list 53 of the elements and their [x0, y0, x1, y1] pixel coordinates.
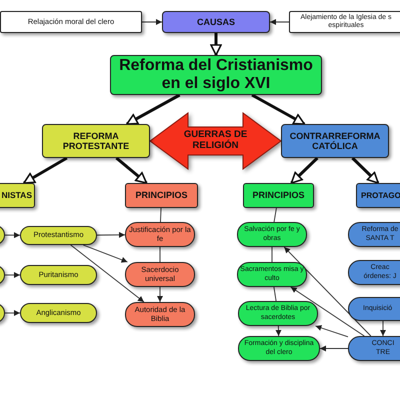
arrow	[4, 232, 20, 238]
arrow	[270, 19, 290, 25]
title-text: Reforma del Cristianismo en el siglo XVI	[118, 56, 314, 94]
process-box	[0, 11, 142, 33]
node-label: CAUSAS	[196, 16, 235, 28]
rounded-box	[238, 301, 318, 326]
node-label: PRINCIPIOS	[135, 190, 188, 201]
arrow	[290, 286, 365, 336]
arrow	[96, 232, 126, 238]
arrow	[4, 310, 20, 316]
rounded-box	[238, 336, 320, 361]
arrow	[275, 326, 282, 336]
process-box	[281, 124, 389, 158]
process-box	[125, 183, 198, 208]
rounded-box	[20, 226, 97, 245]
arrow	[380, 320, 386, 336]
thick-arrow	[115, 156, 148, 184]
connector-line	[273, 286, 277, 302]
thick-arrow	[210, 33, 222, 56]
rounded-box	[237, 222, 307, 247]
edge-label: GUERRAS DE RELIGIÓN	[182, 130, 248, 152]
arrow	[315, 325, 348, 338]
arrow	[70, 244, 144, 302]
connector-line	[160, 208, 162, 222]
arrow	[320, 346, 348, 352]
thick-arrow	[290, 156, 318, 184]
rounded-box	[125, 262, 195, 287]
node-label: NISTAS	[1, 190, 32, 200]
rounded-box	[348, 297, 400, 321]
thick-arrow	[351, 156, 380, 184]
double-arrow	[149, 112, 282, 170]
arrow	[142, 19, 162, 25]
thick-arrow	[251, 94, 306, 126]
node-label: REFORMA PROTESTANTE	[62, 130, 130, 152]
connector-line	[274, 208, 277, 222]
node-label: CONTRARREFORMA CATÓLICA	[288, 130, 382, 152]
node-label: PRINCIPIOS	[252, 190, 304, 201]
arrow	[4, 272, 20, 278]
rounded-box	[348, 336, 400, 361]
process-box	[42, 124, 150, 158]
process-box	[162, 11, 270, 33]
arrow	[157, 286, 163, 302]
arrow	[82, 244, 128, 263]
rounded-box	[348, 260, 400, 285]
rounded-box	[125, 302, 195, 327]
rounded-box	[20, 265, 97, 285]
thick-arrow	[126, 94, 180, 126]
rounded-box	[20, 303, 97, 323]
rounded-box	[348, 222, 400, 247]
thick-arrow	[23, 156, 68, 184]
process-box	[243, 183, 314, 208]
rounded-box	[237, 262, 307, 287]
process-box	[289, 11, 400, 33]
